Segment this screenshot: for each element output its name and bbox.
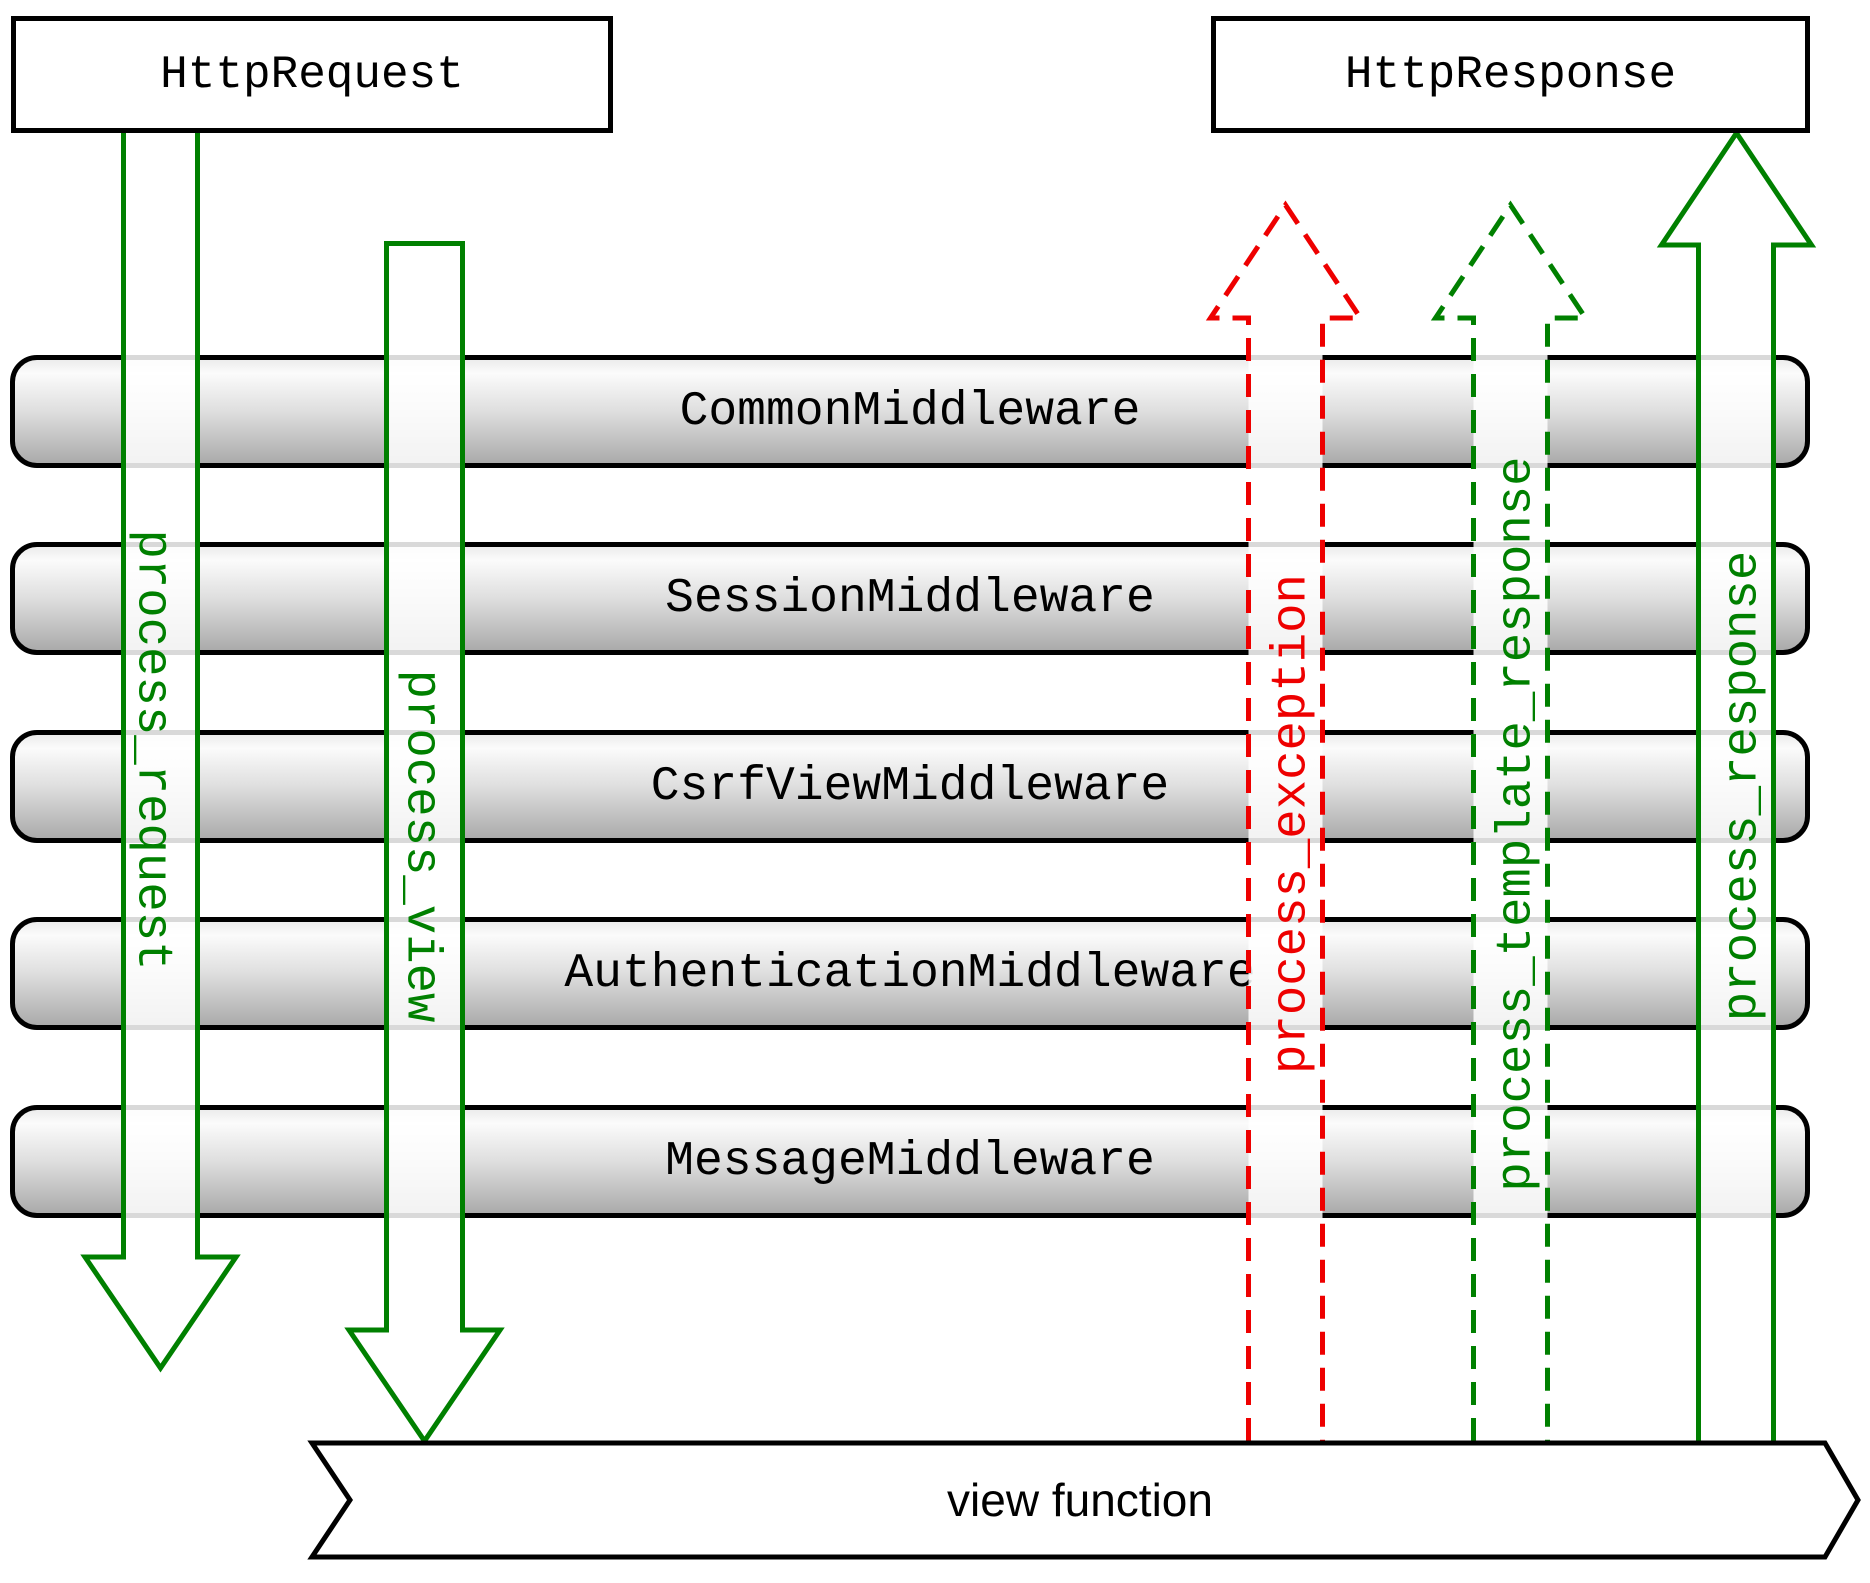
process-template-response-arrow xyxy=(1430,200,1591,1441)
http-response-label: HttpResponse xyxy=(1344,48,1677,101)
process-template-response-label: process_template_response xyxy=(1488,456,1545,1192)
process-response-arrow xyxy=(1656,128,1817,1441)
middleware-bar-label: AuthenticationMiddleware xyxy=(564,946,1256,1001)
process-exception-arrow xyxy=(1205,200,1366,1441)
view-function-banner xyxy=(307,1440,1861,1560)
view-function-label: view function xyxy=(947,1474,1213,1526)
middleware-bar-label: CsrfViewMiddleware xyxy=(650,759,1170,814)
process-response-label: process_response xyxy=(1714,550,1771,1022)
middleware-bar-label: MessageMiddleware xyxy=(665,1134,1155,1189)
process-view-label: process_view xyxy=(393,669,450,1023)
process-exception-label: process_exception xyxy=(1263,574,1320,1074)
http-response-box: HttpResponse xyxy=(1211,16,1810,133)
middleware-bar-label: SessionMiddleware xyxy=(665,571,1155,626)
process-request-arrow xyxy=(80,133,241,1373)
middleware-bar-label: CommonMiddleware xyxy=(679,384,1141,439)
http-request-label: HttpRequest xyxy=(160,48,464,101)
process-view-arrow xyxy=(344,241,505,1446)
process-request-label: process_request xyxy=(124,529,181,971)
http-request-box: HttpRequest xyxy=(11,16,613,133)
